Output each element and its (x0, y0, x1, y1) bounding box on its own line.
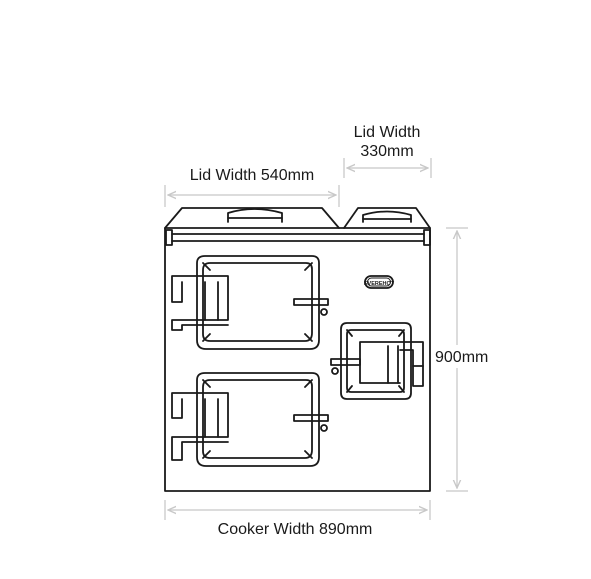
lid-left-handle (227, 208, 283, 223)
towel-rail-bracket-right (423, 229, 431, 246)
lid-right (343, 207, 431, 229)
towel-rail-bracket-left (165, 229, 173, 246)
oven-door-upper-inset (202, 262, 313, 342)
oven-door-upper-handle[interactable] (171, 275, 229, 331)
oven-door-upper[interactable] (171, 255, 329, 350)
cooker-body (164, 227, 431, 492)
oven-door-lower-latch[interactable] (293, 414, 329, 422)
cooker (164, 207, 431, 492)
lid-left (164, 207, 340, 229)
oven-door-lower-outline (196, 372, 320, 467)
dimension-lines (164, 158, 468, 520)
oven-door-upper-latch[interactable] (293, 298, 329, 306)
lid-width-large-label: Lid Width 540mm (190, 167, 315, 184)
cooker-width-label: Cooker Width 890mm (218, 521, 373, 538)
oven-door-right[interactable] (330, 322, 424, 400)
oven-door-lower-inset (202, 379, 313, 459)
oven-door-upper-outline (196, 255, 320, 350)
oven-door-right-latch[interactable] (330, 358, 361, 366)
oven-door-lower-handle[interactable] (171, 392, 229, 461)
oven-door-lower[interactable] (171, 372, 329, 467)
brand-badge-inner (367, 277, 391, 287)
lid-width-small-label-line1: Lid Width (354, 124, 421, 141)
oven-door-right-outline (340, 322, 412, 400)
brand-badge-text: EVEREHOT (364, 281, 395, 287)
lid-right-handle (362, 210, 412, 223)
oven-door-right-handle[interactable] (359, 341, 424, 387)
brand-badge (364, 275, 394, 289)
lid-width-small-label-line2: 330mm (360, 143, 413, 160)
height-label: 900mm (435, 349, 488, 366)
